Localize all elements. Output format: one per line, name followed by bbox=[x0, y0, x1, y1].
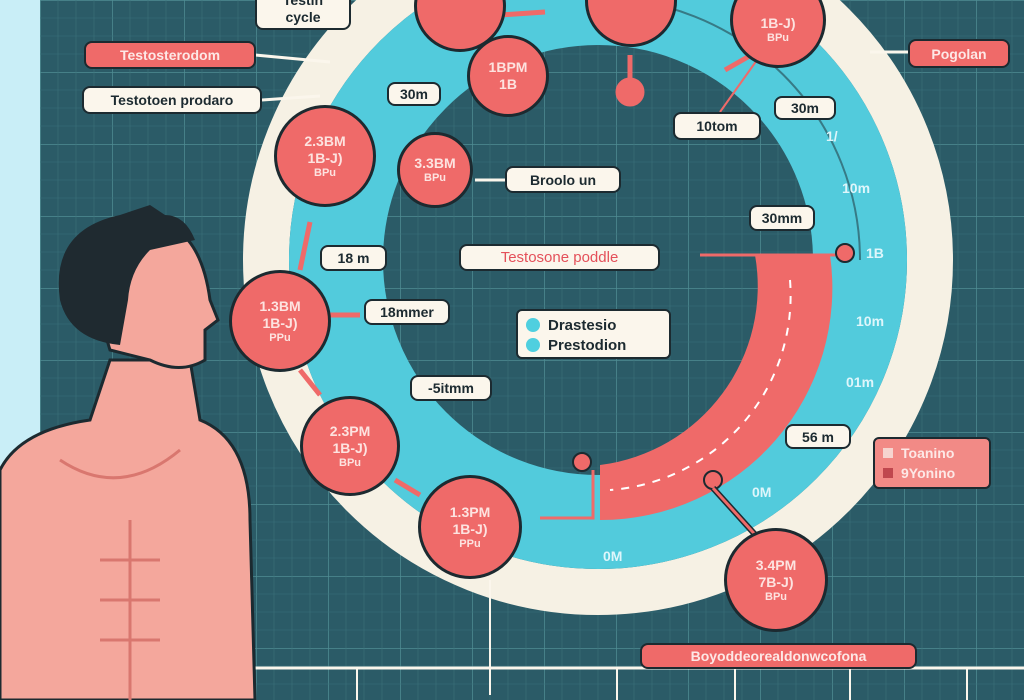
node-label: 3.3BM bbox=[414, 155, 456, 171]
node-label: PPu bbox=[269, 331, 291, 344]
testosterodom-label: Testosterodom bbox=[84, 41, 256, 69]
time-label: 30mm bbox=[749, 205, 815, 231]
node-label: 1B-J) bbox=[262, 314, 298, 331]
pogolan-label: Pogolan bbox=[908, 39, 1010, 68]
time-label: 30m bbox=[774, 96, 836, 120]
node-label: 1B-J) bbox=[332, 439, 368, 456]
node-label: 1B-J) bbox=[760, 15, 796, 31]
node-label: 3.4PM bbox=[755, 556, 797, 573]
testotoen-prodaro-label: Testotoen prodaro bbox=[82, 86, 262, 114]
time-label: 30m bbox=[387, 82, 441, 106]
time-label: 56 m bbox=[785, 424, 851, 449]
time-label: -5itmm bbox=[410, 375, 492, 401]
legend-item: Prestodion bbox=[548, 336, 627, 354]
swatch-icon bbox=[883, 448, 893, 458]
node-label: 2.3PM bbox=[329, 422, 371, 439]
node-label: 1.3BM bbox=[259, 297, 301, 314]
node-label: 1BPM bbox=[488, 59, 528, 75]
time-label: 10tom bbox=[673, 112, 761, 140]
cyan-dot-icon bbox=[526, 338, 540, 352]
center-title: Testosone poddle bbox=[459, 244, 660, 271]
ring-scale-label: 10m bbox=[842, 180, 871, 196]
node-label: 7B-J) bbox=[758, 573, 794, 590]
node-label: 1B-J) bbox=[307, 149, 343, 166]
node-label: 1B bbox=[499, 76, 517, 92]
cyan-dot-icon bbox=[526, 318, 540, 332]
outer-ring bbox=[243, 0, 953, 615]
bottom-banner: Boyoddeorealdonwcofona bbox=[640, 643, 917, 669]
right-legend: Toanino 9Yonino bbox=[873, 437, 991, 489]
ring-scale-label: 0M bbox=[603, 548, 623, 564]
cycle-callout-line: cycle bbox=[285, 9, 321, 25]
ring-scale-label: 10m bbox=[856, 313, 885, 329]
center-legend: Drastesio Prestodion bbox=[516, 309, 671, 359]
broolo-label: Broolo un bbox=[505, 166, 621, 193]
time-label: 18mmer bbox=[364, 299, 450, 325]
legend-item: Toanino bbox=[901, 445, 955, 461]
ring-scale-label: 01m bbox=[846, 374, 875, 390]
node-label: 1.3PM bbox=[449, 503, 491, 520]
legend-item: 9Yonino bbox=[901, 465, 956, 481]
node-label: 2.3BM bbox=[304, 132, 346, 149]
time-label: 18 m bbox=[320, 245, 387, 271]
node-label: BPu bbox=[767, 32, 789, 44]
cycle-callout-line: Testin bbox=[282, 0, 324, 8]
person-illustration bbox=[0, 205, 257, 700]
red-arc bbox=[600, 255, 833, 521]
node-label: BPu bbox=[765, 590, 787, 603]
node-label: BPu bbox=[424, 172, 446, 184]
ring-scale-label: 1B bbox=[866, 245, 884, 261]
node-label: BPu bbox=[314, 166, 336, 179]
node-label: PPu bbox=[459, 537, 481, 550]
swatch-icon bbox=[883, 468, 893, 478]
ring-scale-label: 1/ bbox=[826, 128, 838, 144]
node-label: BPu bbox=[339, 456, 361, 469]
legend-item: Drastesio bbox=[548, 316, 617, 334]
node-label: 1B-J) bbox=[452, 520, 488, 537]
ring-scale-label: 0M bbox=[752, 484, 772, 500]
